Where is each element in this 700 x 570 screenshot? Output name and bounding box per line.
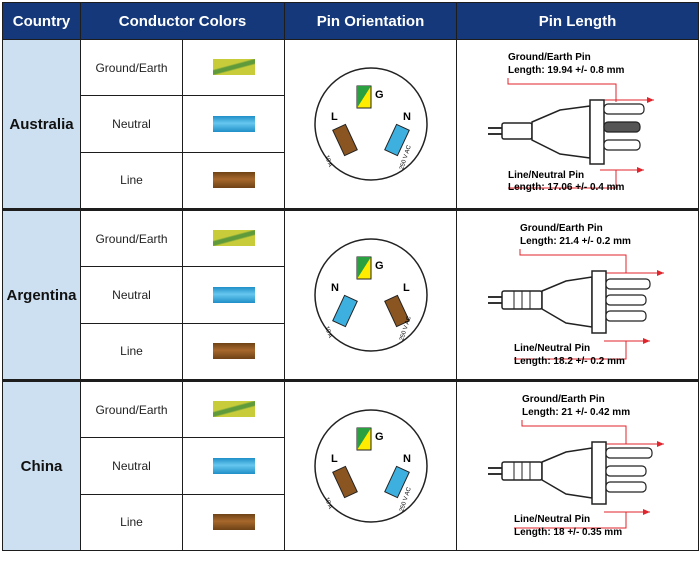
line-wire-swatch <box>212 514 255 531</box>
ground-swatch-cell <box>182 379 285 439</box>
socket-diagram: G L N 10 A 250 V AC <box>313 409 428 523</box>
pin-orientation-cell: G L N 10 A 250 V AC <box>284 39 457 211</box>
line-pin-label: Line/Neutral Pin <box>514 343 590 354</box>
ground-swatch-cell <box>182 38 285 97</box>
pin-length-cell: Ground/Earth Pin Length: 21 +/- 0.42 mm <box>456 380 699 551</box>
country-name: Australia <box>2 39 81 211</box>
line-pin-label: Line/Neutral Pin <box>514 514 590 525</box>
neutral-wire-swatch <box>212 286 255 303</box>
table-row: Line <box>3 151 699 212</box>
pin-length-cell: Ground/Earth Pin Length: 21.4 +/- 0.2 mm <box>456 209 699 382</box>
line-wire-swatch <box>212 343 255 360</box>
line-wire-swatch <box>212 172 255 189</box>
socket-diagram: G N L 10 A 250 V AC <box>313 238 428 352</box>
table-row: Argentina Ground/Earth G N L 10 A 250 V … <box>2 208 699 382</box>
ground-pin-letter: G <box>375 260 384 272</box>
neutral-swatch-cell <box>182 266 285 324</box>
ground-wire-swatch <box>212 59 255 76</box>
neutral-swatch-cell <box>182 437 285 495</box>
left-pin-letter: L <box>331 453 338 465</box>
ground-pin-label: Ground/Earth Pin <box>520 223 603 234</box>
right-pin-letter: N <box>403 111 411 123</box>
ground-pin-letter: G <box>375 89 384 101</box>
ground-pin-label: Ground/Earth Pin <box>522 394 605 405</box>
header-pin-orientation: Pin Orientation <box>284 2 457 40</box>
conductor-label: Neutral <box>80 437 183 495</box>
pin-length-cell: Ground/Earth Pin Length: 19.94 +/- 0.8 m… <box>456 39 699 211</box>
conductor-label: Ground/Earth <box>80 379 183 439</box>
conductor-label: Line <box>80 151 183 212</box>
ground-pin-label: Ground/Earth Pin <box>508 52 591 63</box>
line-swatch-cell <box>182 322 285 383</box>
ground-pin-length: Length: 19.94 +/- 0.8 mm <box>508 65 625 76</box>
table-row: Neutral <box>3 437 699 495</box>
line-swatch-cell <box>182 493 285 552</box>
header-row: Country Conductor Colors Pin Orientation… <box>2 2 699 40</box>
line-pin-label: Line/Neutral Pin <box>508 170 584 181</box>
header-conductor-colors: Conductor Colors <box>80 2 285 40</box>
right-pin-letter: N <box>403 453 411 465</box>
ground-pin-length: Length: 21.4 +/- 0.2 mm <box>520 236 631 247</box>
ground-swatch-cell <box>182 208 285 268</box>
current-rating: 10 A <box>323 155 333 168</box>
neutral-swatch-cell <box>182 95 285 153</box>
conductor-label: Neutral <box>80 95 183 153</box>
plug-specification-table: Country Conductor Colors Pin Orientation… <box>2 2 699 552</box>
conductor-label: Ground/Earth <box>80 38 183 97</box>
table-row: Line <box>3 322 699 383</box>
ground-wire-swatch <box>212 401 255 418</box>
ground-pin-letter: G <box>375 431 384 443</box>
country-name: China <box>2 380 81 551</box>
neutral-wire-swatch <box>212 115 255 132</box>
table-row: Line <box>3 493 699 552</box>
table-row: Neutral <box>3 266 699 324</box>
ground-wire-swatch <box>212 230 255 247</box>
plug-diagram: Ground/Earth Pin Length: 21.4 +/- 0.2 mm <box>487 223 664 367</box>
line-swatch-cell <box>182 151 285 212</box>
conductor-label: Neutral <box>80 266 183 324</box>
conductor-label: Line <box>80 322 183 383</box>
line-pin-length: Length: 18 +/- 0.35 mm <box>514 527 622 538</box>
table-row: Australia Ground/Earth G L N 10 A 250 V … <box>2 38 699 211</box>
left-pin-letter: N <box>331 282 339 294</box>
current-rating: 10 A <box>323 326 333 339</box>
line-pin-length: Length: 18.2 +/- 0.2 mm <box>514 356 625 367</box>
neutral-wire-swatch <box>212 457 255 474</box>
plug-diagram: Ground/Earth Pin Length: 19.94 +/- 0.8 m… <box>487 52 654 193</box>
pin-orientation-cell: G L N 10 A 250 V AC <box>284 380 457 551</box>
plug-diagram: Ground/Earth Pin Length: 21 +/- 0.42 mm <box>487 394 664 538</box>
country-name: Argentina <box>2 209 81 382</box>
socket-diagram: G L N 10 A 250 V AC <box>313 67 428 181</box>
header-pin-length: Pin Length <box>456 2 699 40</box>
table-row: China Ground/Earth G L N 10 A 250 V AC <box>2 379 699 551</box>
pin-orientation-cell: G N L 10 A 250 V AC <box>284 209 457 382</box>
right-pin-letter: L <box>403 282 410 294</box>
current-rating: 10 A <box>323 497 333 510</box>
conductor-label: Line <box>80 493 183 552</box>
line-pin-length: Length: 17.06 +/- 0.4 mm <box>508 182 625 193</box>
ground-pin-length: Length: 21 +/- 0.42 mm <box>522 407 630 418</box>
header-country: Country <box>2 2 81 40</box>
conductor-label: Ground/Earth <box>80 208 183 268</box>
left-pin-letter: L <box>331 111 338 123</box>
table-row: Neutral <box>3 95 699 153</box>
